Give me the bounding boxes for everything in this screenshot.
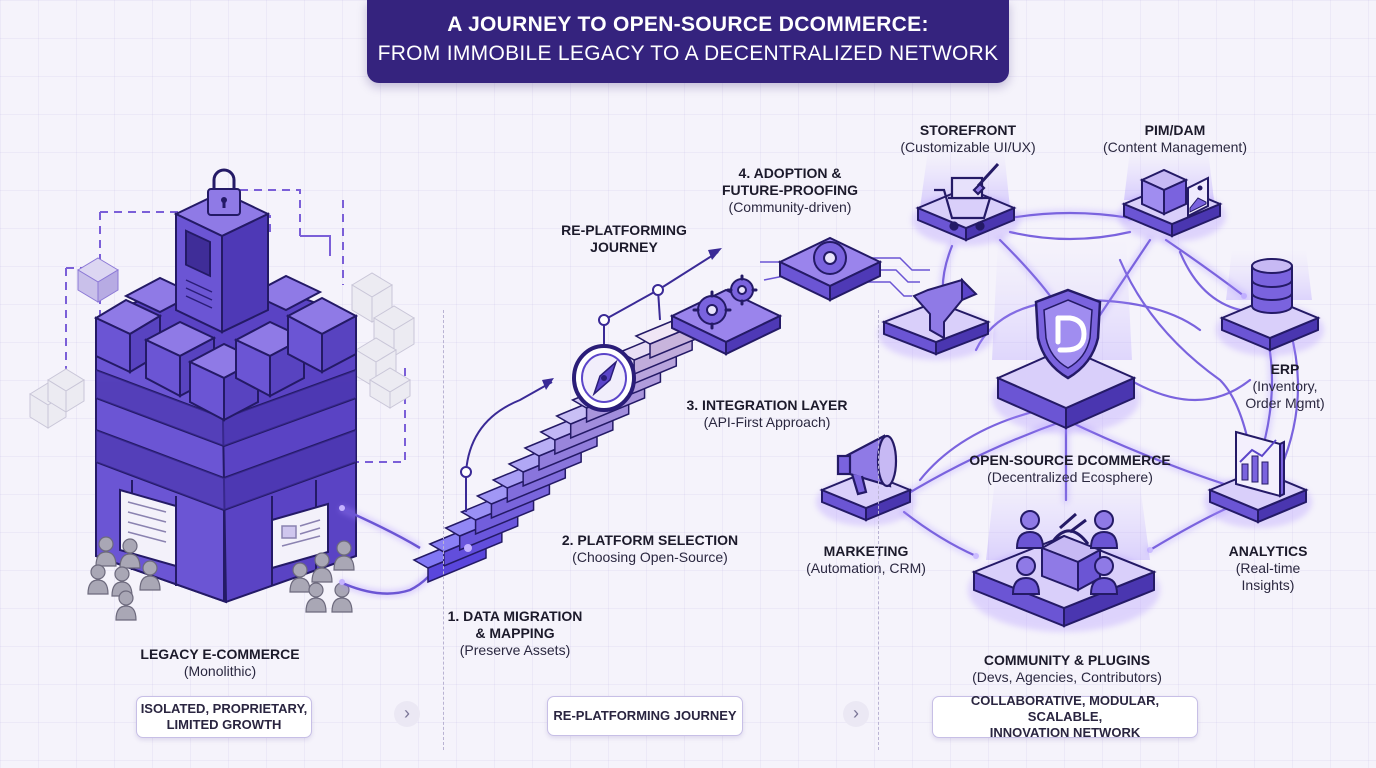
lock-icon [207, 168, 241, 216]
cart-icon [934, 162, 1000, 231]
marketing-node [816, 470, 916, 526]
community-heading: COMMUNITY & PLUGINS [983, 652, 1151, 668]
footer-network-line-1: COLLABORATIVE, MODULAR, SCALABLE, [970, 693, 1160, 724]
megaphone-icon [836, 434, 898, 496]
storefront-sub: (Customizable UI/UX) [900, 139, 1036, 155]
journey-label: RE-PLATFORMING JOURNEY [534, 222, 714, 256]
footer-network-pill: COLLABORATIVE, MODULAR, SCALABLE, INNOVA… [932, 693, 1198, 740]
erp-sub-2: Order Mgmt) [1245, 395, 1325, 411]
legacy-label: LEGACY E-COMMERCE (Monolithic) [120, 646, 320, 680]
journey-label-line-1: RE-PLATFORMING [561, 222, 687, 238]
adoption-chip [760, 236, 930, 302]
step-2-heading: 2. PLATFORM SELECTION [561, 532, 739, 548]
step-4-label: 4. ADOPTION & FUTURE-PROOFING (Community… [700, 165, 880, 216]
chart-icon [1235, 430, 1285, 498]
core-heading: OPEN-SOURCE DCOMMERCE [969, 452, 1171, 468]
step-1-sub: (Preserve Assets) [459, 642, 571, 658]
gears-icon [692, 274, 758, 330]
chevron-right-icon: › [394, 701, 420, 727]
pim-heading: PIM/DAM [1144, 122, 1206, 138]
step-4-heading-2: FUTURE-PROOFING [721, 182, 859, 198]
legacy-heading: LEGACY E-COMMERCE [140, 646, 300, 662]
footer-legacy-pill: ISOLATED, PROPRIETARY, LIMITED GROWTH [136, 696, 312, 738]
pim-label: PIM/DAM (Content Management) [1090, 122, 1260, 156]
chevron-right-icon: › [843, 701, 869, 727]
erp-sub-1: (Inventory, [1252, 378, 1318, 394]
step-4-sub: (Community-driven) [728, 199, 852, 215]
analytics-sub-1: (Real-time [1235, 560, 1301, 576]
footer-legacy-line-2: LIMITED GROWTH [166, 717, 282, 732]
storefront-node [912, 186, 1020, 246]
step-3-sub: (API-First Approach) [703, 414, 831, 430]
legacy-sub: (Monolithic) [183, 663, 257, 679]
core-sub: (Decentralized Ecosphere) [987, 469, 1153, 485]
product-box-icon [1139, 168, 1209, 218]
marketing-label: MARKETING (Automation, CRM) [792, 543, 940, 577]
step-3-label: 3. INTEGRATION LAYER (API-First Approach… [672, 397, 862, 431]
core-node [992, 346, 1140, 434]
core-label: OPEN-SOURCE DCOMMERCE (Decentralized Eco… [950, 452, 1190, 486]
legacy-monolith [29, 168, 415, 621]
shield-d-icon [1034, 288, 1102, 380]
filter-icon [912, 277, 978, 340]
title-line-2: FROM IMMOBILE LEGACY TO A DECENTRALIZED … [377, 42, 999, 65]
title-banner: A JOURNEY TO OPEN-SOURCE DCOMMERCE: FROM… [367, 0, 1009, 83]
pim-sub: (Content Management) [1103, 139, 1247, 155]
analytics-label: ANALYTICS (Real-time Insights) [1216, 543, 1320, 594]
footer-legacy-line-1: ISOLATED, PROPRIETARY, [140, 701, 308, 716]
ghost-cubes [29, 272, 415, 429]
step-3-heading: 3. INTEGRATION LAYER [686, 397, 848, 413]
step-2-sub: (Choosing Open-Source) [572, 549, 728, 565]
step-1-label: 1. DATA MIGRATION & MAPPING (Preserve As… [430, 608, 600, 659]
stair-glow-dot [464, 544, 472, 552]
analytics-sub-2: Insights) [1241, 577, 1295, 593]
erp-heading: ERP [1270, 361, 1300, 377]
step-4-heading: 4. ADOPTION & [738, 165, 842, 181]
document-icon [119, 488, 329, 570]
community-label: COMMUNITY & PLUGINS (Devs, Agencies, Con… [952, 652, 1182, 686]
step-2-label: 2. PLATFORM SELECTION (Choosing Open-Sou… [550, 532, 750, 566]
floating-cube [77, 257, 119, 303]
step-1-heading-2: & MAPPING [475, 625, 555, 641]
erp-label: ERP (Inventory, Order Mgmt) [1230, 361, 1340, 412]
marketing-sub: (Automation, CRM) [806, 560, 926, 576]
title-line-1: A JOURNEY TO OPEN-SOURCE DCOMMERCE: [447, 13, 929, 36]
people-icon [87, 536, 355, 621]
journey-label-line-2: JOURNEY [590, 239, 658, 255]
community-people-icon [1011, 510, 1119, 595]
compass-icon [572, 344, 636, 412]
section-divider-left [443, 310, 444, 750]
section-divider-right [878, 310, 879, 750]
footer-journey-pill: RE-PLATFORMING JOURNEY [547, 696, 743, 736]
storefront-heading: STOREFRONT [919, 122, 1017, 138]
journey-pins [460, 284, 664, 478]
analytics-heading: ANALYTICS [1228, 543, 1308, 559]
community-sub: (Devs, Agencies, Contributors) [972, 669, 1162, 685]
marketing-heading: MARKETING [823, 543, 909, 559]
storefront-label: STOREFRONT (Customizable UI/UX) [888, 122, 1048, 156]
database-icon [1251, 258, 1293, 314]
footer-network-line-2: INNOVATION NETWORK [989, 725, 1141, 740]
toolbox-icon [1039, 512, 1103, 592]
step-1-heading: 1. DATA MIGRATION [447, 608, 583, 624]
footer-journey-text: RE-PLATFORMING JOURNEY [553, 708, 737, 723]
